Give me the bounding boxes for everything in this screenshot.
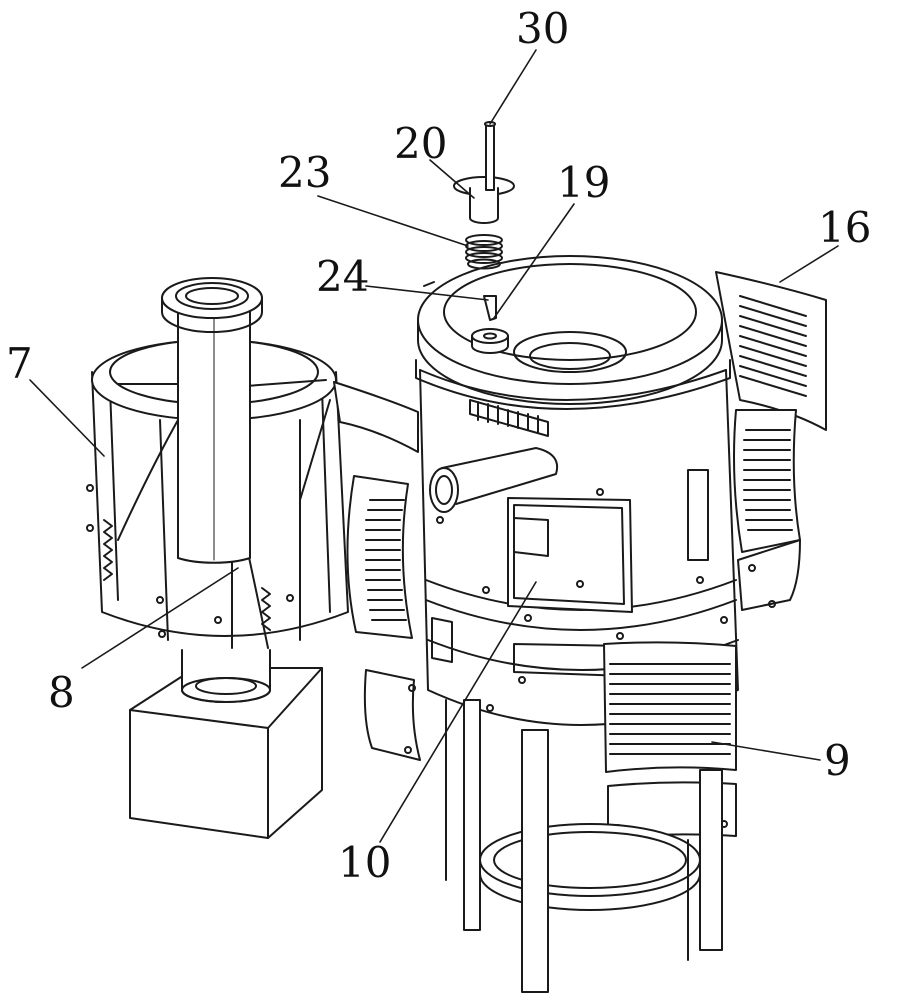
leader-20 — [429, 159, 475, 199]
stand — [445, 699, 723, 993]
part-label-8: 8 — [48, 668, 75, 717]
leader-19 — [493, 203, 575, 319]
leader-30 — [489, 49, 537, 125]
shaft-coupling — [181, 649, 271, 703]
small-pin-24 — [423, 281, 435, 287]
part-label-10: 10 — [338, 838, 392, 887]
center-boss-19 — [471, 295, 509, 354]
part-label-23: 23 — [278, 148, 332, 197]
pin-30 — [484, 121, 496, 191]
central-shaft-tube — [161, 277, 263, 564]
leader-23 — [317, 195, 469, 247]
right-slotted-pad — [733, 409, 801, 553]
inlet-pipe — [429, 447, 558, 513]
left-curved-plate — [333, 381, 419, 453]
left-lower-shield — [363, 669, 421, 761]
leader-lines — [29, 49, 839, 843]
part-label-30: 30 — [516, 4, 570, 53]
right-lower-shield — [737, 539, 801, 611]
left-slotted-pad — [346, 475, 413, 639]
right-screen-16 — [715, 271, 827, 431]
leader-16 — [779, 245, 839, 283]
part-label-7: 7 — [6, 339, 33, 388]
part-label-19: 19 — [557, 158, 611, 207]
cap-20 — [453, 176, 515, 224]
part-label-9: 9 — [824, 736, 851, 785]
motor-box — [129, 667, 323, 839]
part-label-20: 20 — [394, 119, 448, 168]
leader-8 — [81, 567, 239, 669]
part-label-24: 24 — [316, 252, 370, 301]
part-label-16: 16 — [818, 203, 872, 252]
leader-24 — [365, 285, 489, 301]
leader-7 — [29, 379, 105, 457]
leader-10 — [379, 581, 537, 843]
front-screen-9 — [603, 641, 737, 773]
leader-9 — [711, 741, 821, 761]
